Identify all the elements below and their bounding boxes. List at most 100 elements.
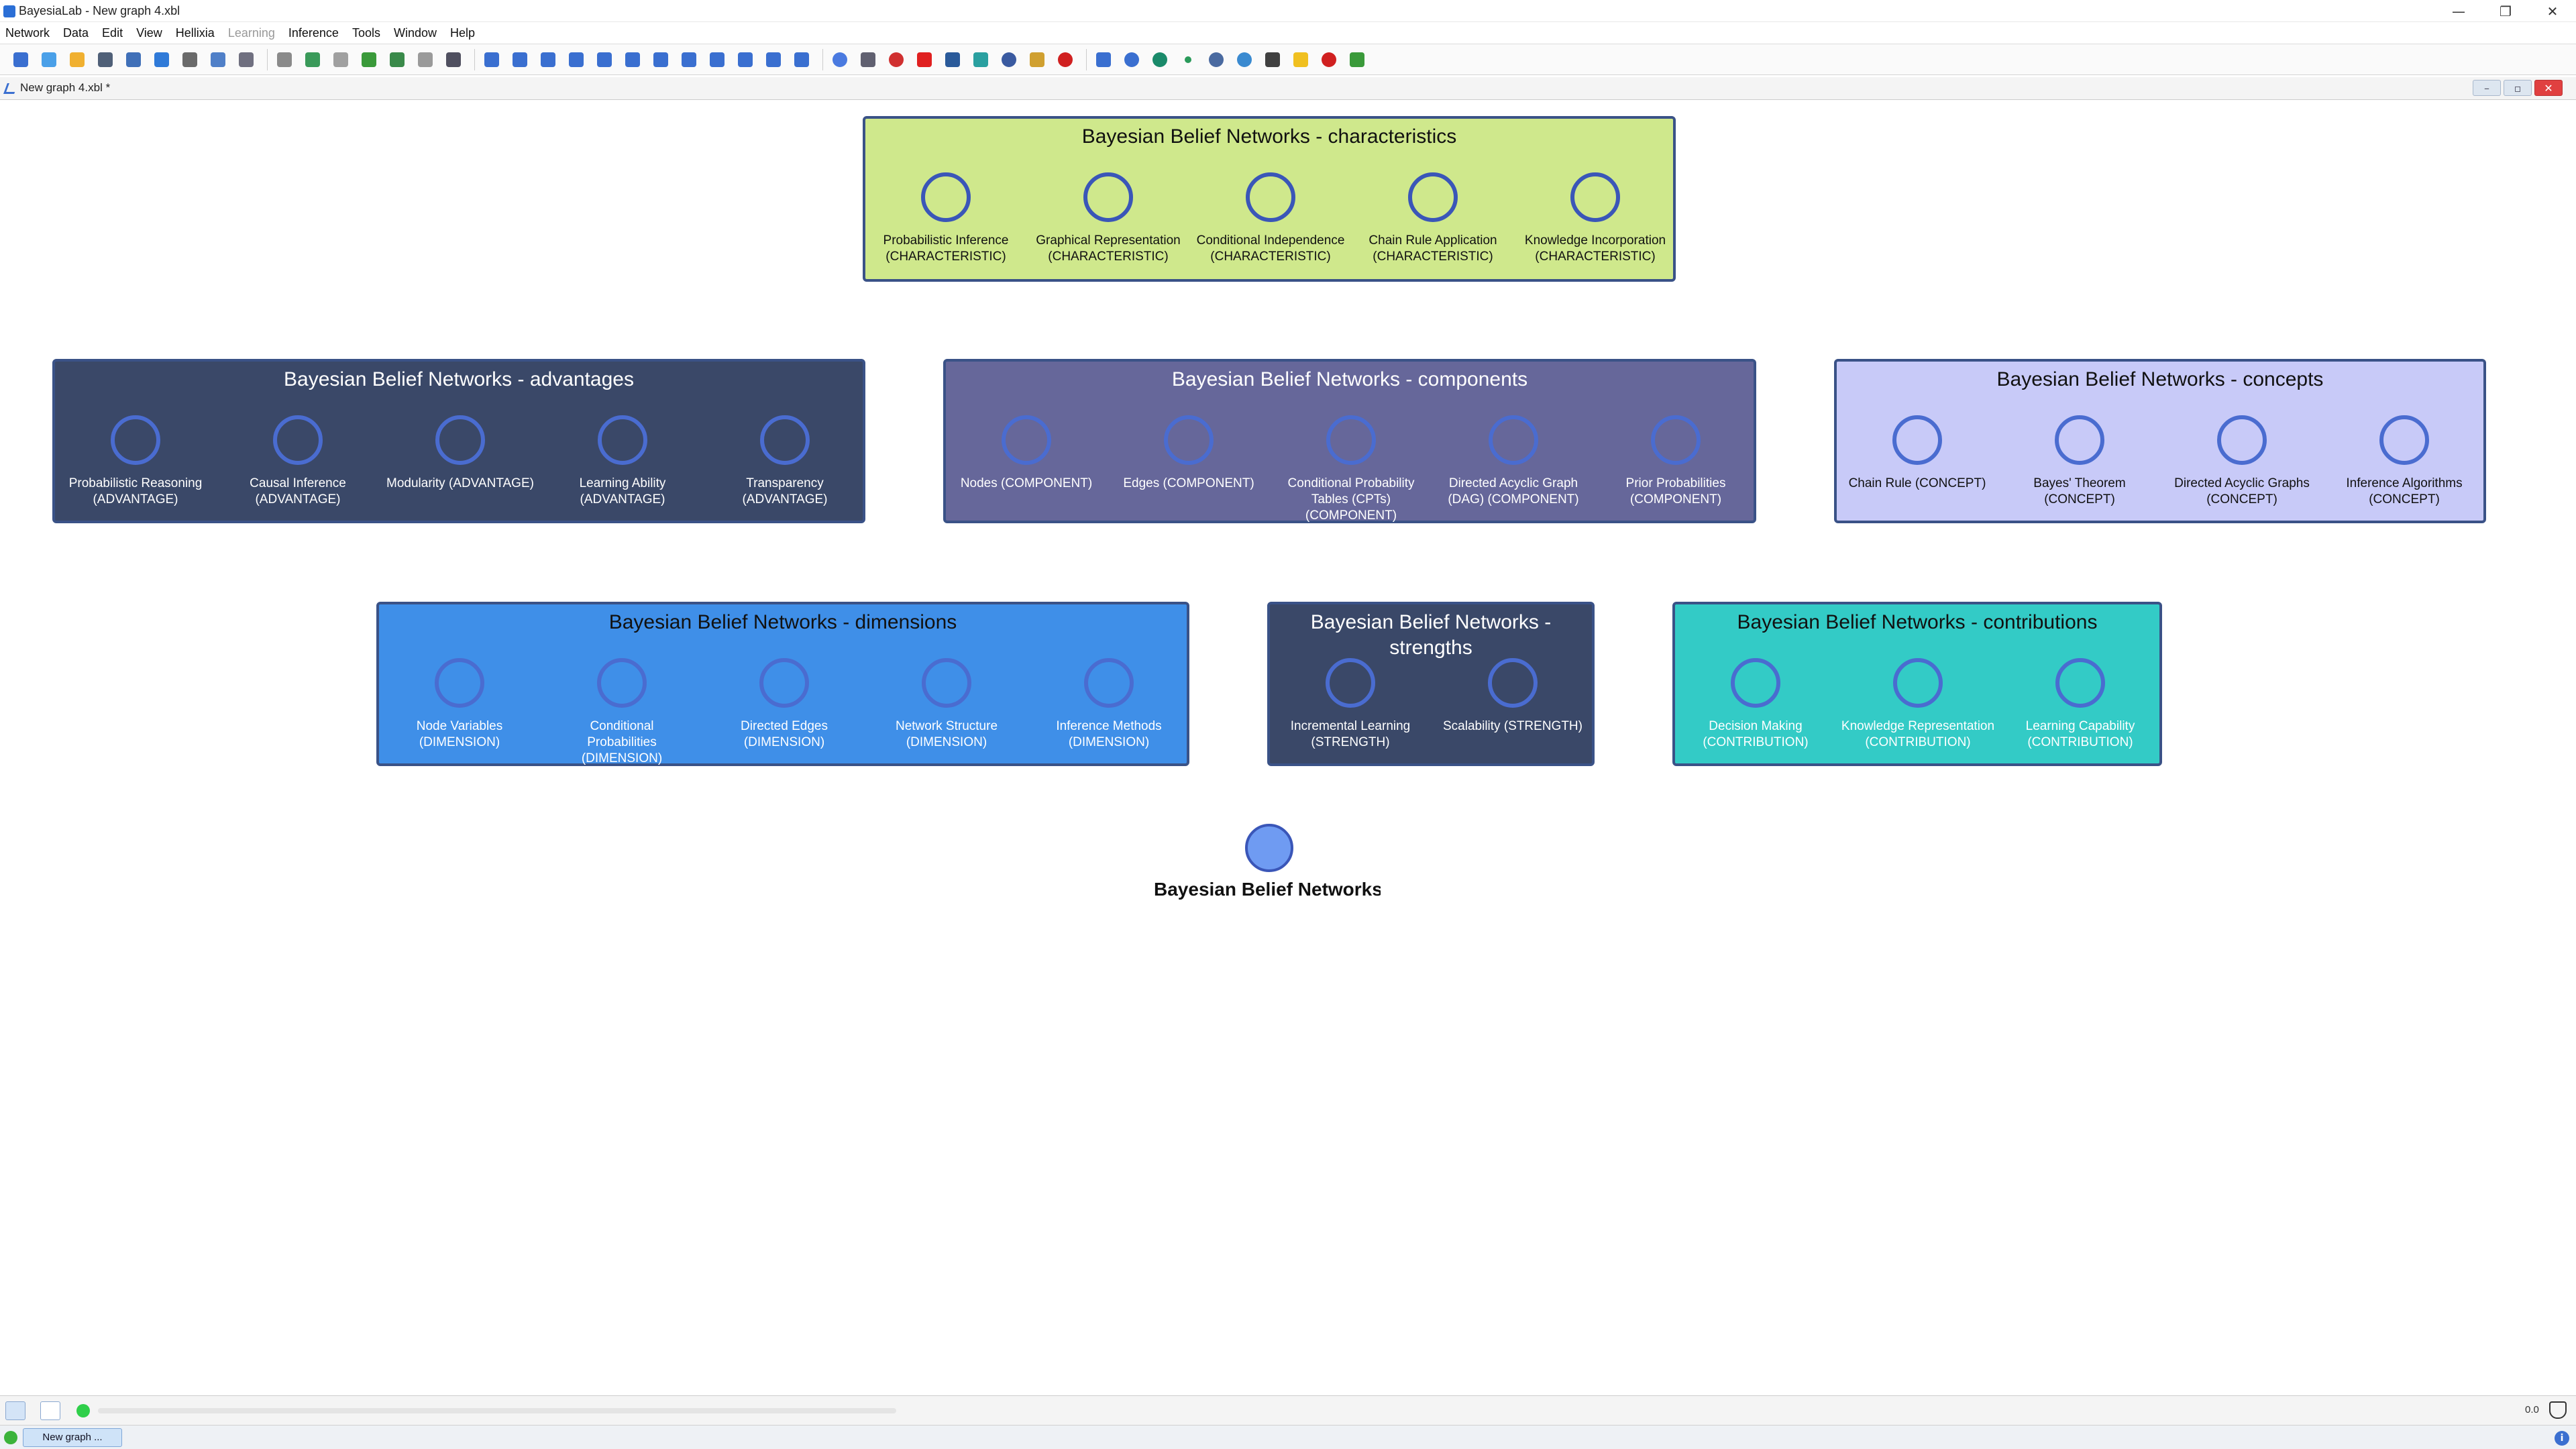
node-circle[interactable] [921, 172, 971, 222]
menu-window[interactable]: Window [393, 25, 437, 40]
vertical-collapse-icon[interactable] [679, 50, 699, 70]
node[interactable]: Conditional Probabilities (DIMENSION) [541, 604, 702, 765]
database-save-icon[interactable] [123, 50, 144, 70]
node[interactable]: Knowledge Representation (CONTRIBUTION) [1837, 604, 1998, 765]
chart-icon[interactable] [943, 50, 963, 70]
group-dimensions[interactable]: Bayesian Belief Networks - dimensions No… [376, 602, 1189, 766]
menu-help[interactable]: Help [450, 25, 476, 40]
menu-hellixia[interactable]: Hellixia [175, 25, 215, 40]
new-icon[interactable] [39, 50, 59, 70]
arc-red-icon[interactable] [914, 50, 934, 70]
node-circle[interactable] [1892, 415, 1942, 465]
node[interactable]: Modularity (ADVANTAGE) [380, 362, 541, 523]
node[interactable]: Directed Acyclic Graph (DAG) (COMPONENT) [1433, 362, 1594, 523]
node[interactable]: Node Variables (DIMENSION) [379, 604, 540, 765]
node[interactable]: Directed Acyclic Graphs (CONCEPT) [2161, 362, 2322, 523]
node-circle[interactable] [2055, 658, 2105, 708]
stop-icon[interactable] [1055, 50, 1075, 70]
group-contributions[interactable]: Bayesian Belief Networks - contributions… [1672, 602, 2162, 766]
forbidden-arc-icon[interactable] [1027, 50, 1047, 70]
node-circle[interactable] [435, 658, 484, 708]
doc-close-button[interactable]: ✕ [2534, 80, 2563, 96]
node-circle[interactable] [1002, 415, 1051, 465]
home-icon[interactable] [11, 50, 31, 70]
node-circle[interactable] [273, 415, 323, 465]
expand-icon[interactable] [594, 50, 614, 70]
node[interactable]: Directed Edges (DIMENSION) [704, 604, 865, 765]
group-characteristics[interactable]: Bayesian Belief Networks - characteristi… [863, 116, 1676, 282]
group-advantages[interactable]: Bayesian Belief Networks - advantages Pr… [52, 359, 865, 523]
node-circle[interactable] [1893, 658, 1943, 708]
node-circle[interactable] [922, 658, 971, 708]
menu-tools[interactable]: Tools [352, 25, 380, 40]
paste-icon[interactable] [331, 50, 351, 70]
hexagon-node-icon[interactable] [1150, 50, 1170, 70]
node[interactable]: Bayes' Theorem (CONCEPT) [1999, 362, 2160, 523]
node-circle[interactable] [2217, 415, 2267, 465]
cut-icon[interactable] [274, 50, 294, 70]
node[interactable]: Inference Algorithms (CONCEPT) [2324, 362, 2485, 523]
arc-tool-icon[interactable] [1263, 50, 1283, 70]
zoom-icon[interactable] [538, 50, 558, 70]
close-button[interactable]: ✕ [2546, 3, 2559, 19]
node[interactable]: Incremental Learning (STRENGTH) [1270, 604, 1431, 765]
diamond-node-icon[interactable] [1206, 50, 1226, 70]
check-icon[interactable] [359, 50, 379, 70]
menu-inference[interactable]: Inference [288, 25, 339, 40]
delete-red-icon[interactable] [1319, 50, 1339, 70]
node-circle[interactable] [1246, 172, 1295, 222]
node-circle[interactable] [111, 415, 160, 465]
rotate-right-icon[interactable] [792, 50, 812, 70]
note-icon[interactable] [971, 50, 991, 70]
node[interactable]: Network Structure (DIMENSION) [866, 604, 1027, 765]
node-circle[interactable] [435, 415, 485, 465]
document-tab[interactable]: New graph 4.xbl * [0, 77, 2576, 100]
node[interactable]: Edges (COMPONENT) [1108, 362, 1269, 523]
node-circle[interactable] [597, 658, 647, 708]
node[interactable]: Knowledge Incorporation (CHARACTERISTIC) [1515, 119, 1676, 280]
save-icon[interactable] [152, 50, 172, 70]
node-target-icon[interactable] [886, 50, 906, 70]
node-circle[interactable] [760, 415, 810, 465]
collapse-icon[interactable] [623, 50, 643, 70]
note-yellow-icon[interactable] [1291, 50, 1311, 70]
node-circle[interactable] [1651, 415, 1701, 465]
search-zoom-icon[interactable] [208, 50, 228, 70]
graph-mode-icon[interactable] [5, 1401, 25, 1420]
node[interactable]: Causal Inference (ADVANTAGE) [217, 362, 378, 523]
node-circle[interactable] [1408, 172, 1458, 222]
horizontal-collapse-icon[interactable] [735, 50, 755, 70]
menu-learning[interactable]: Learning [227, 25, 275, 40]
node-circle[interactable] [1570, 172, 1620, 222]
doc-minimize-button[interactable]: – [2473, 80, 2501, 96]
trash-icon[interactable] [1347, 50, 1367, 70]
node[interactable]: Conditional Probability Tables (CPTs) (C… [1271, 362, 1432, 523]
group-components[interactable]: Bayesian Belief Networks - components No… [943, 359, 1756, 523]
node-circle[interactable] [1489, 415, 1538, 465]
vertical-expand-icon[interactable] [651, 50, 671, 70]
shield-icon[interactable] [2549, 1401, 2567, 1419]
undo-icon[interactable] [387, 50, 407, 70]
node[interactable]: Learning Ability (ADVANTAGE) [542, 362, 703, 523]
node[interactable]: Transparency (ADVANTAGE) [704, 362, 865, 523]
small-node-icon[interactable] [1178, 50, 1198, 70]
node[interactable]: Chain Rule (CONCEPT) [1837, 362, 1998, 523]
node[interactable]: Learning Capability (CONTRIBUTION) [2000, 604, 2161, 765]
open-folder-icon[interactable] [67, 50, 87, 70]
database-icon[interactable] [95, 50, 115, 70]
copy-icon[interactable] [303, 50, 323, 70]
graph-canvas[interactable]: Bayesian Belief Networks - characteristi… [0, 101, 2576, 1395]
node-circle[interactable] [759, 658, 809, 708]
rotate-left-icon[interactable] [763, 50, 784, 70]
node[interactable]: Scalability (STRENGTH) [1432, 604, 1593, 765]
node[interactable]: Conditional Independence (CHARACTERISTIC… [1190, 119, 1351, 280]
settings-icon[interactable] [236, 50, 256, 70]
node-circle[interactable] [1084, 658, 1134, 708]
node-circle[interactable] [1326, 658, 1375, 708]
node[interactable]: Chain Rule Application (CHARACTERISTIC) [1352, 119, 1513, 280]
menu-network[interactable]: Network [5, 25, 50, 40]
arc-chart-icon[interactable] [858, 50, 878, 70]
node-circle[interactable] [2055, 415, 2104, 465]
node-circle[interactable] [598, 415, 647, 465]
node-circle[interactable] [1326, 415, 1376, 465]
